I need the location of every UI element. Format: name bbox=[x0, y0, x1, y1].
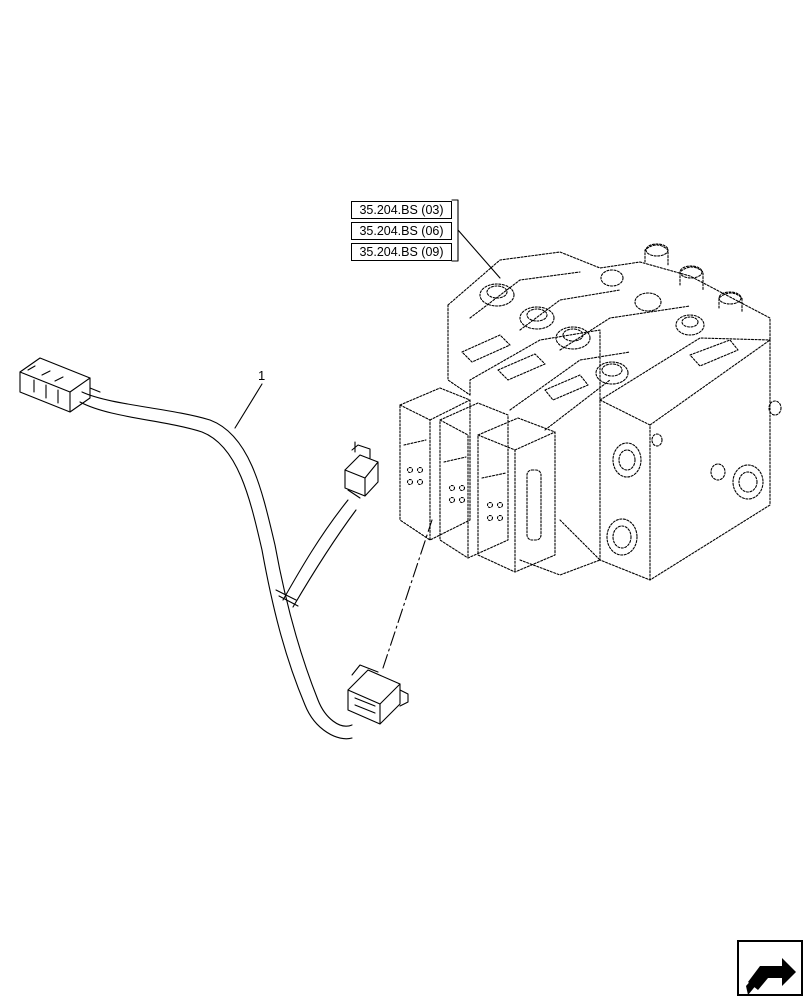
reference-link-03[interactable]: 35.204.BS (03) bbox=[351, 201, 452, 219]
next-page-button[interactable] bbox=[737, 940, 803, 996]
callout-label-harness: 1 bbox=[258, 368, 266, 383]
callout-leader-1 bbox=[234, 383, 263, 429]
wiring-harness bbox=[79, 391, 361, 740]
reference-bracket bbox=[451, 199, 501, 279]
harness-connector-lower bbox=[347, 664, 409, 725]
harness-connector-upper bbox=[344, 441, 379, 497]
solenoid-modules bbox=[399, 387, 556, 573]
connection-line bbox=[382, 519, 433, 669]
next-page-arrow-icon bbox=[746, 958, 796, 995]
reference-link-09[interactable]: 35.204.BS (09) bbox=[351, 243, 452, 261]
nav-icon-frame bbox=[737, 940, 803, 996]
control-valve-block bbox=[447, 243, 782, 581]
reference-link-06[interactable]: 35.204.BS (06) bbox=[351, 222, 452, 240]
harness-connector-left bbox=[19, 357, 101, 413]
